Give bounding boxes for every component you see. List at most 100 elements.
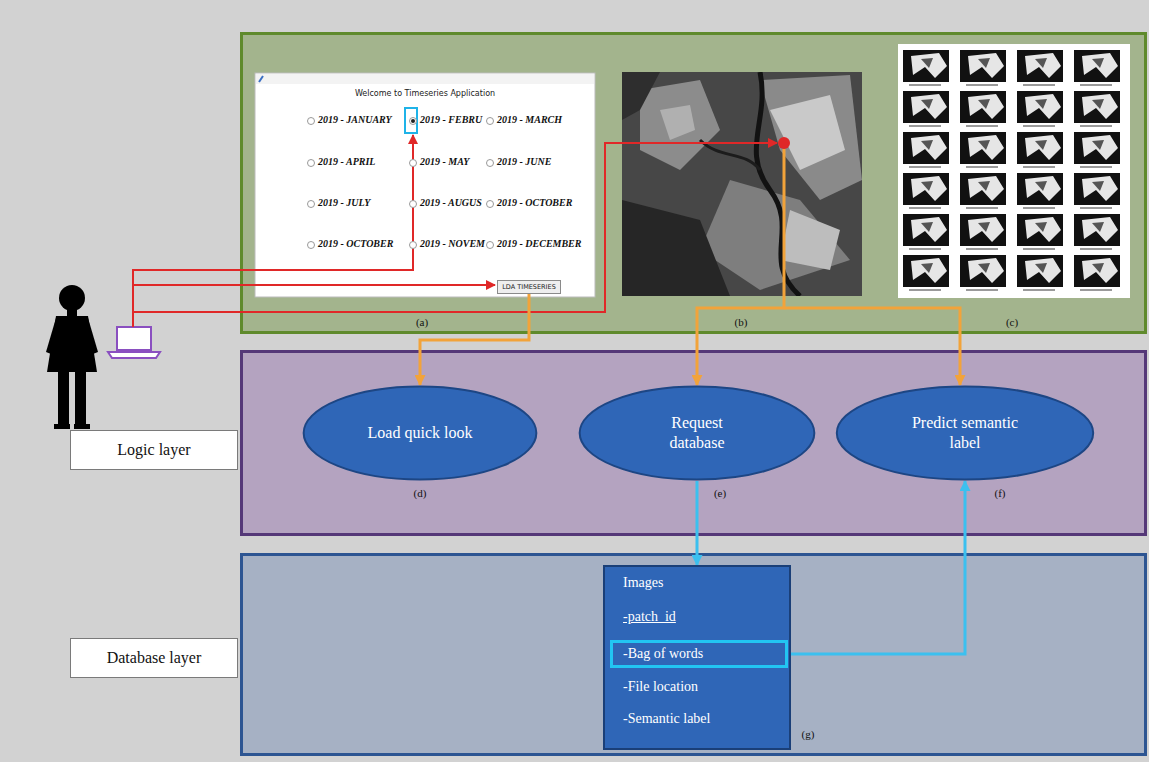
thumbnail (903, 132, 949, 164)
thumbnail-shape (911, 135, 947, 160)
interaction-arrow (133, 284, 495, 286)
radio-button (409, 200, 417, 208)
connector (788, 481, 965, 654)
radio-button (486, 159, 494, 167)
thumbnail-shape (1092, 222, 1104, 232)
ellipse-outline (835, 385, 1095, 481)
thumbnail (960, 132, 1006, 164)
month-option: 2019 - MAY (420, 155, 469, 169)
month-option: 2019 - DECEMBER (497, 237, 581, 251)
thumbnail (1074, 91, 1120, 123)
month-option: 2019 - OCTOBER (318, 237, 393, 251)
thumbnail (960, 214, 1006, 246)
thumbnail (1074, 173, 1120, 205)
thumbnail-caption (966, 166, 998, 168)
thumbnail (903, 173, 949, 205)
radio-button (307, 200, 315, 208)
layer-tag: Logic layer (70, 430, 238, 470)
thumbnail (1017, 91, 1063, 123)
thumbnail-caption (909, 84, 941, 86)
thumbnail-shape (978, 263, 990, 273)
radio-button (409, 241, 417, 249)
thumbnail-caption (1080, 84, 1112, 86)
thumbnail-shape (1035, 140, 1047, 150)
thumbnail-shape (1025, 53, 1061, 78)
thumbnail-shape (1035, 222, 1047, 232)
thumbnail-shape (1035, 181, 1047, 191)
ellipse-shape (837, 386, 1093, 479)
thumbnail-shape (911, 217, 947, 242)
month-option: 2019 - AUGUS (420, 196, 482, 210)
callout-letter: (g) (802, 728, 815, 740)
thumbnail-shape (1025, 135, 1061, 160)
process-label: Predict semantic label (895, 413, 1035, 453)
thumbnail-caption (966, 289, 998, 291)
flow-line (697, 149, 784, 385)
thumbnail-shape (968, 53, 1004, 78)
thumbnail-caption (1080, 207, 1112, 209)
month-option: 2019 - NOVEM (420, 237, 485, 251)
thumbnail-shape (978, 181, 990, 191)
month-option: 2019 - MARCH (497, 113, 562, 127)
database-table: Images-patch_id-File location-Semantic l… (603, 565, 791, 750)
table-field-name: -Semantic label (623, 711, 710, 727)
field-name: -Bag of words (623, 646, 703, 662)
thumbnail (1074, 132, 1120, 164)
callout-letter: (f) (995, 487, 1006, 499)
thumbnail-caption (1023, 248, 1055, 250)
thumbnail (1017, 50, 1063, 82)
table-field-name: -File location (623, 679, 698, 695)
thumbnail-caption (909, 166, 941, 168)
thumbnail-shape (911, 258, 947, 283)
connector (420, 294, 529, 385)
radio-button (307, 159, 315, 167)
thumbnail-shape (921, 181, 933, 191)
thumbnail-shape (1035, 263, 1047, 273)
thumbnail (1074, 255, 1120, 287)
process-label: Load quick look (368, 423, 473, 443)
thumbnail-shape (978, 99, 990, 109)
thumbnail-shape (1025, 176, 1061, 201)
month-option: 2019 - OCTOBER (497, 196, 572, 210)
thumbnail (1017, 255, 1063, 287)
thumbnail (960, 50, 1006, 82)
process-ellipse: Load quick look (302, 385, 538, 481)
thumbnail-caption (909, 248, 941, 250)
window-icon (259, 76, 263, 82)
thumbnail (960, 255, 1006, 287)
radio-button (409, 159, 417, 167)
ellipse-outline (578, 385, 816, 481)
thumbnail (1017, 214, 1063, 246)
connector (696, 481, 699, 565)
thumbnail (1017, 173, 1063, 205)
interaction-arrow (133, 143, 777, 312)
thumbnail-caption (1023, 166, 1055, 168)
thumbnail-caption (909, 125, 941, 127)
thumbnail-shape (1082, 258, 1118, 283)
thumbnail-caption (1023, 207, 1055, 209)
thumbnail (960, 91, 1006, 123)
thumbnail-shape (978, 140, 990, 150)
radio-button (307, 241, 315, 249)
thumbnail-caption (1023, 84, 1055, 86)
thumbnail-shape (911, 94, 947, 119)
thumbnail-shape (921, 58, 933, 68)
thumbnail-shape (978, 58, 990, 68)
app-window: Welcome to Timeseries Application2019 - … (255, 73, 595, 297)
layer-tag: Database layer (70, 638, 238, 678)
thumbnail (903, 50, 949, 82)
month-option: 2019 - JULY (318, 196, 370, 210)
layer-name: Logic layer (117, 441, 190, 459)
thumbnail-panel (898, 44, 1130, 298)
thumbnail-shape (921, 140, 933, 150)
window-titlebar (256, 74, 594, 84)
thumbnail-caption (966, 125, 998, 127)
thumbnail-caption (966, 84, 998, 86)
selection-highlight (405, 108, 417, 133)
thumbnail (1074, 214, 1120, 246)
flow-line (784, 308, 960, 385)
thumbnail-shape (1082, 94, 1118, 119)
button-label: LDA TIMESERIES (502, 283, 556, 291)
window-frame (255, 73, 595, 297)
